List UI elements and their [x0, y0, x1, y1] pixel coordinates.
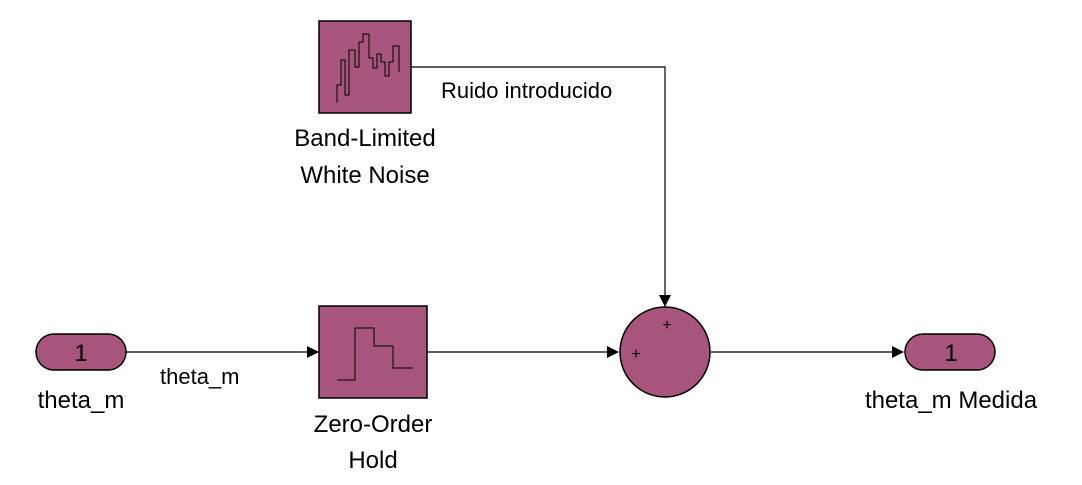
inport-block[interactable]: 1 theta_m — [35, 333, 127, 414]
noise-block-name-line1: Band-Limited — [294, 125, 435, 152]
zoh-block-name-line1: Zero-Order — [314, 411, 433, 438]
outport-number: 1 — [944, 340, 957, 367]
noise-signal-icon — [336, 33, 400, 103]
outport-block[interactable]: 1 theta_m Medida — [865, 333, 1038, 414]
sum-block[interactable]: + + — [619, 306, 711, 398]
signal-label-theta-m: theta_m — [160, 364, 240, 389]
inport-name: theta_m — [38, 387, 125, 414]
signal-lines — [126, 66, 904, 358]
sum-sign-left: + — [631, 346, 640, 363]
signal-line-noise-to-sum[interactable] — [411, 66, 671, 307]
outport-name: theta_m Medida — [865, 387, 1038, 414]
staircase-signal-icon — [337, 327, 413, 381]
zoh-block-name-line2: Hold — [348, 447, 397, 474]
noise-block-name-line2: White Noise — [300, 162, 429, 189]
sum-sign-top: + — [662, 317, 671, 334]
inport-number: 1 — [74, 340, 87, 367]
band-limited-white-noise-block[interactable]: Band-Limited White Noise — [294, 20, 436, 189]
signal-label-ruido: Ruido introducido — [441, 78, 612, 103]
zero-order-hold-block[interactable]: Zero-Order Hold — [314, 305, 433, 474]
